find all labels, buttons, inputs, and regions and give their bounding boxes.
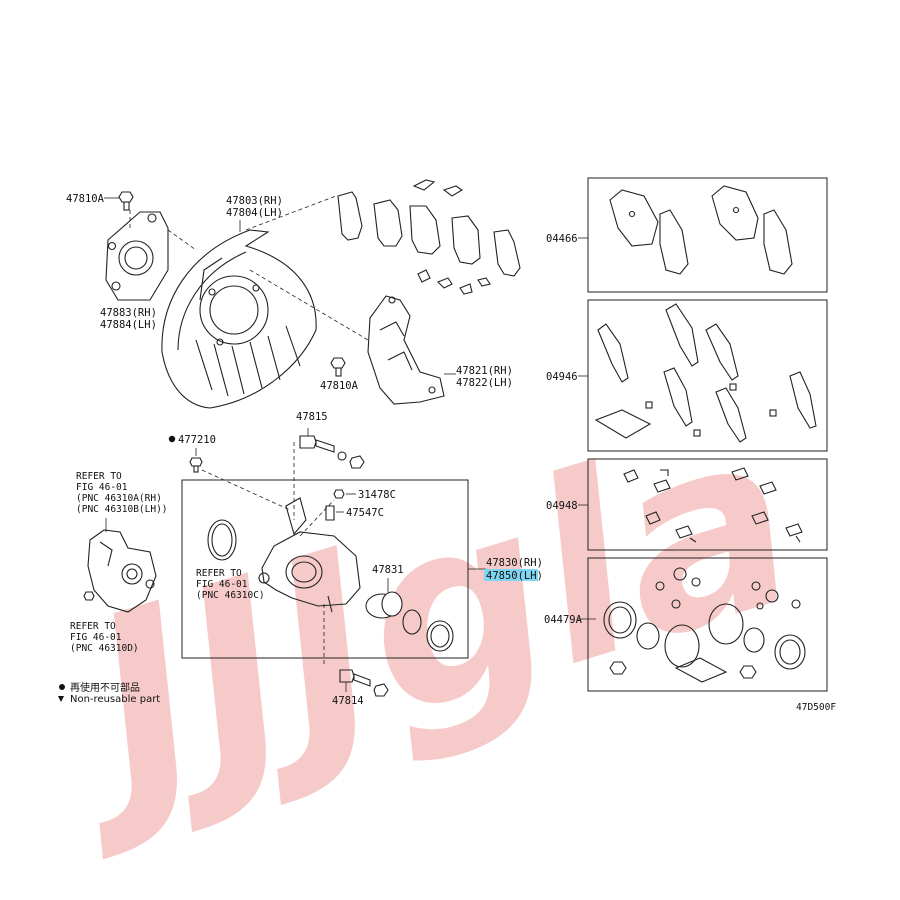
label-04946: 04946: [546, 371, 578, 383]
label-47830: 47830(RH): [486, 557, 543, 569]
label-31478C: 31478C: [358, 489, 396, 501]
label-47810A-top: 47810A: [66, 193, 105, 205]
bolt-47810A-mid: [330, 357, 346, 377]
label-04466: 04466: [546, 233, 578, 245]
label-47810A-mid: 47810A: [320, 380, 359, 392]
figure-code: 47D500F: [796, 702, 836, 713]
piston-boot: [426, 620, 454, 652]
kit-box-04466: [587, 177, 828, 293]
bleeder-47547C: [325, 505, 335, 521]
seal-kit-04479A: [603, 567, 806, 683]
ref1-line2: FIG 46-01: [76, 482, 128, 493]
label-47884: 47884(LH): [100, 319, 157, 331]
kit-box-04946: [587, 299, 828, 452]
shim-kit-04946: [594, 303, 817, 443]
piston-seal: [402, 609, 422, 635]
ref2-line3: (PNC 46310C): [196, 590, 265, 601]
kit-box-04948: [587, 458, 828, 551]
label-47850: 47850(LH): [486, 570, 543, 582]
label-47815: 47815: [296, 411, 328, 423]
legend-en: Non-reusable part: [70, 694, 160, 705]
ref2-line2: FIG 46-01: [196, 579, 248, 590]
kit-box-04479: [587, 557, 828, 692]
bleeder-31478C: [333, 489, 345, 499]
caliper-body-47830: [258, 497, 361, 613]
label-04479A: 04479A: [544, 614, 583, 626]
caliper-seal-ring-left: [207, 519, 237, 561]
watermark-text: JJJgla: [20, 369, 827, 868]
ref1-line1: REFER TO: [76, 471, 122, 482]
bolt-47810A-top: [118, 191, 134, 211]
label-477210: 477210: [178, 434, 216, 446]
highlight-47850: [484, 569, 538, 581]
pad-set-04466: [609, 185, 793, 275]
label-47822: 47822(LH): [456, 377, 513, 389]
legend-jp: 再使用不可部品: [70, 681, 140, 694]
ref2-line1: REFER TO: [196, 568, 242, 579]
label-47821: 47821(RH): [456, 365, 513, 377]
legend-mark: [58, 696, 64, 702]
slide-pin-47814: [339, 669, 389, 697]
legend-dot: [59, 684, 65, 690]
brake-pads-loose: [337, 179, 521, 295]
caliper-bracket-47821: [367, 295, 445, 405]
ref3-line3: (PNC 46310D): [70, 643, 139, 654]
slide-pin-47815: [299, 435, 365, 469]
label-47883: 47883(RH): [100, 307, 157, 319]
clip-kit-04948: [623, 467, 803, 543]
label-47803: 47803(RH): [226, 195, 283, 207]
ref3-line2: FIG 46-01: [70, 632, 122, 643]
label-47804: 47804(LH): [226, 207, 283, 219]
label-04948: 04948: [546, 500, 578, 512]
ref1-line4: (PNC 46310B(LH)): [76, 504, 168, 515]
label-47814: 47814: [332, 695, 364, 707]
steering-knuckle-ref: [87, 529, 157, 613]
ref1-line3: (PNC 46310A(RH): [76, 493, 162, 504]
non-reusable-dot: [168, 435, 176, 443]
bolt-knuckle: [83, 591, 95, 601]
ref3-line1: REFER TO: [70, 621, 116, 632]
bolt-477210: [189, 457, 203, 473]
dust-shield-47803: [161, 229, 317, 409]
knuckle-plate-47883: [105, 211, 169, 301]
watermark: JJJgla: [20, 369, 827, 868]
label-47547C: 47547C: [346, 507, 384, 519]
label-47831: 47831: [372, 564, 404, 576]
piston-47831: [365, 591, 403, 619]
